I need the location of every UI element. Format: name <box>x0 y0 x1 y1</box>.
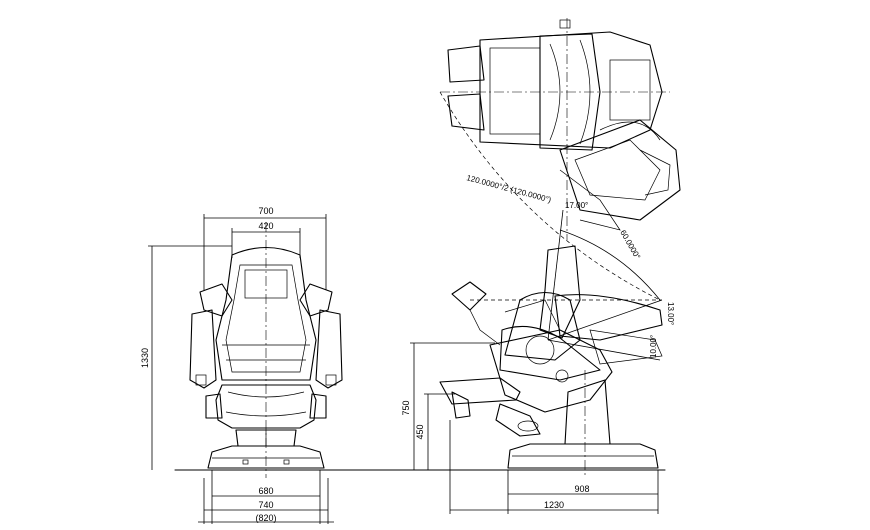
front-seat <box>215 384 317 429</box>
dim-740: 740 <box>258 500 273 510</box>
front-right-wing <box>299 283 333 317</box>
side-column <box>564 379 611 445</box>
rotation-arc <box>439 91 661 301</box>
angle-13: 13.00° <box>666 302 675 325</box>
side-base <box>507 443 659 469</box>
dim-908: 908 <box>574 484 589 494</box>
front-left-wing <box>199 283 233 317</box>
front-right-armrest <box>315 309 343 389</box>
top-left-armrest <box>447 45 485 83</box>
angle-60: 60.0000° <box>618 229 642 261</box>
dim-1230: 1230 <box>544 500 564 510</box>
side-tray <box>451 281 487 311</box>
top-headrest <box>609 59 651 121</box>
dim-820: (820) <box>255 513 276 523</box>
angle-17: 17.00° <box>565 201 588 210</box>
top-chair-rotated <box>559 119 681 221</box>
dim-420: 420 <box>258 221 273 231</box>
front-backrest <box>215 247 317 381</box>
top-right-armrest <box>447 93 485 131</box>
side-footrest <box>439 377 521 405</box>
front-base <box>207 445 325 469</box>
top-view: 120.0000°/2 (120.0000°) <box>440 18 681 240</box>
front-left-armrest <box>189 309 217 389</box>
side-back-reclined <box>554 294 663 341</box>
dim-450: 450 <box>415 424 425 439</box>
side-back-upright <box>539 245 581 339</box>
top-seat <box>539 33 601 151</box>
angle-10: 10.00° <box>649 335 658 358</box>
dim-1330: 1330 <box>140 348 150 368</box>
front-view: 700 420 1330 680 740 (820) <box>140 206 666 524</box>
top-chair-outline <box>479 31 663 149</box>
rotation-label: 120.0000°/2 (120.0000°) <box>465 173 552 204</box>
side-view: 17.00° 60.0000° 13.00° 10.00° 750 450 90… <box>401 91 675 514</box>
dim-750: 750 <box>401 400 411 415</box>
dim-700: 700 <box>258 206 273 216</box>
dim-680: 680 <box>258 486 273 496</box>
